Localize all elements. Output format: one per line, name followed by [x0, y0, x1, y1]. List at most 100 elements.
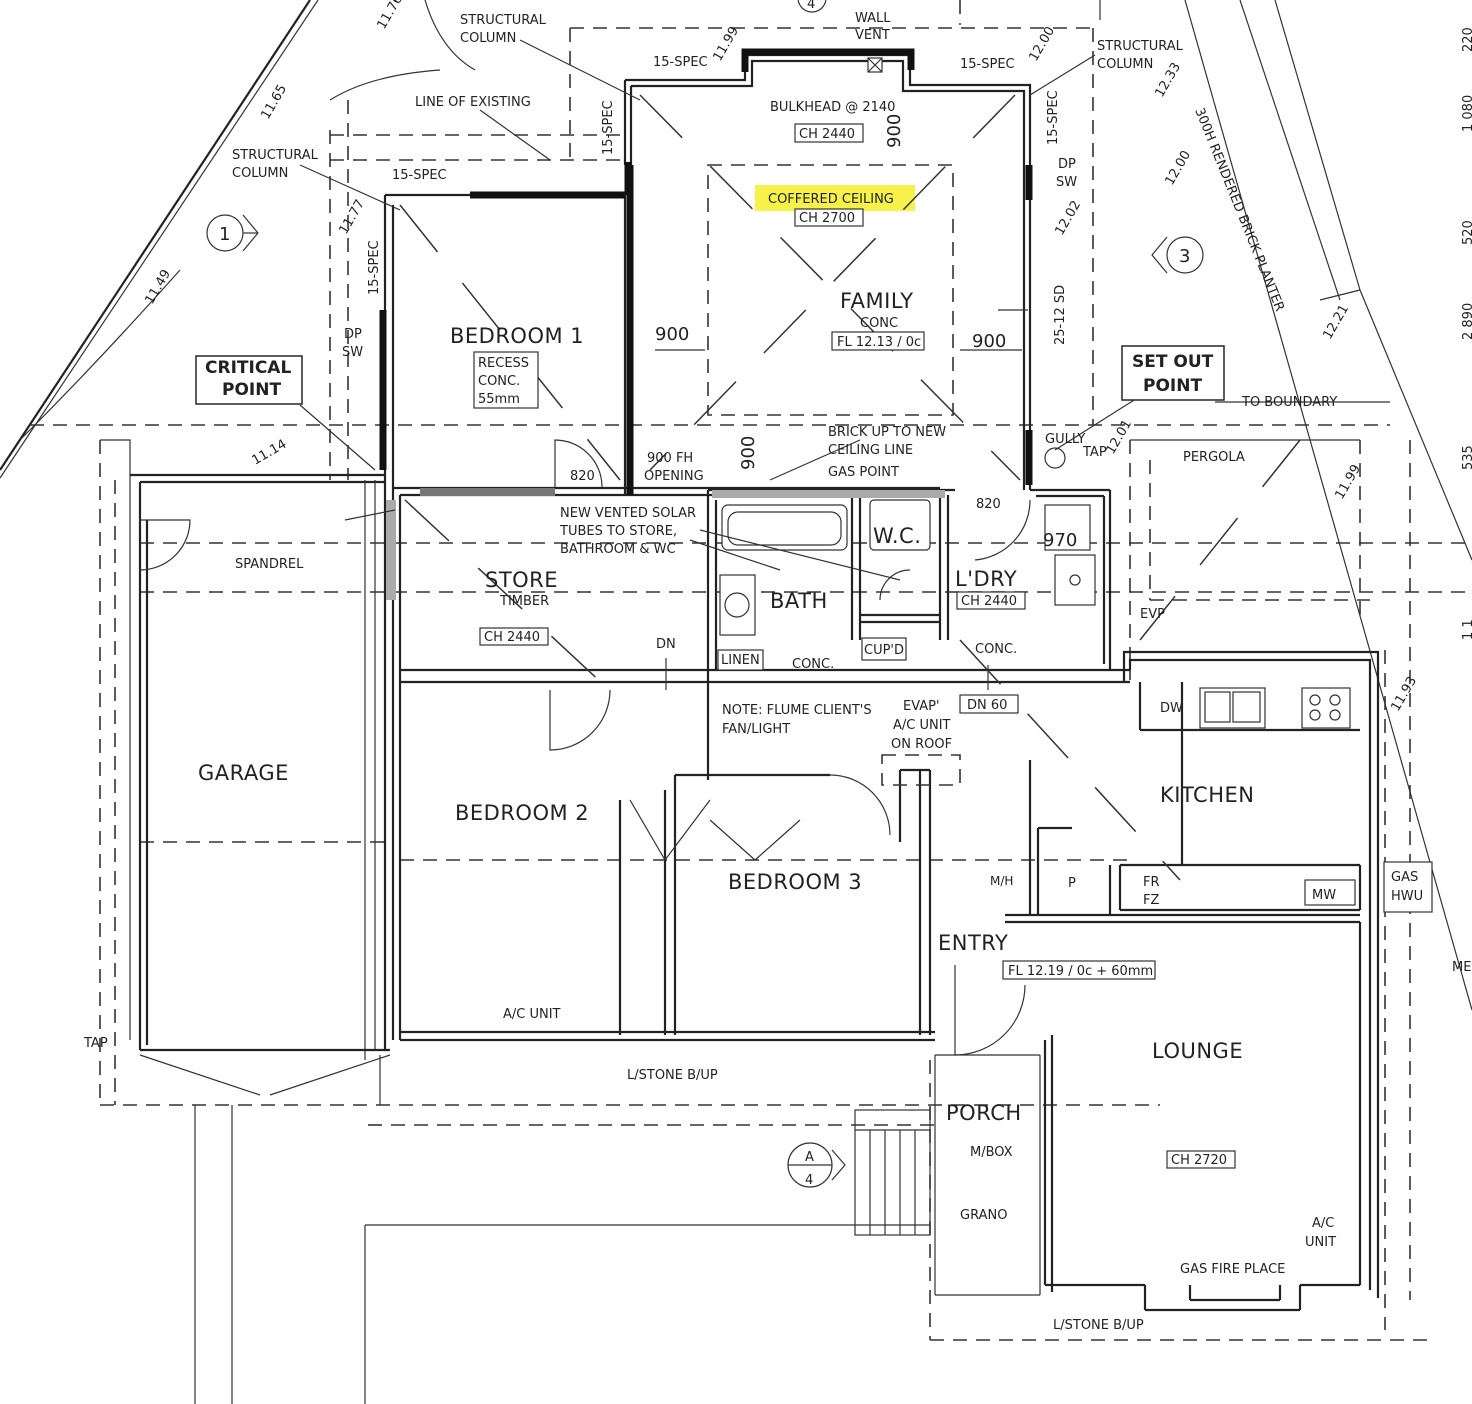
ch-2700: CH 2700: [799, 211, 855, 226]
timber: TIMBER: [499, 594, 549, 609]
new-walls: [379, 48, 1033, 495]
lstone-bottom: L/STONE B/UP: [1053, 1318, 1144, 1333]
spec-bed1: 15-SPEC: [392, 168, 447, 183]
gully: GULLY: [1045, 432, 1085, 447]
bedroom1: BEDROOM 1: [450, 324, 584, 348]
level-1165: 11.65: [258, 82, 290, 122]
doors: [139, 439, 1031, 1056]
dim-900-left: 900: [655, 324, 689, 345]
level-1199-top: 11.99: [710, 24, 742, 64]
level-2512: 25-12 SD: [1053, 285, 1068, 345]
level-1200-top: 12.00: [1026, 24, 1058, 64]
kitchen: KITCHEN: [1160, 783, 1255, 807]
planter: 300H RENDERED BRICK PLANTER: [1191, 106, 1287, 314]
coffered-ceiling: COFFERED CEILING: [768, 192, 894, 207]
me: ME: [1452, 960, 1471, 975]
diagonals: [399, 94, 1301, 881]
dim-900-vert-top: 900: [884, 114, 905, 148]
mw: MW: [1312, 888, 1336, 903]
level-1221: 12.21: [1320, 302, 1352, 342]
level-1233: 12.33: [1152, 60, 1184, 100]
edge-dim-2: 520: [1461, 220, 1472, 245]
spec-vert-1: 15-SPEC: [601, 100, 616, 155]
ch-2440-store: CH 2440: [484, 630, 540, 645]
pergola: PERGOLA: [1183, 450, 1245, 465]
marker-3-circle: [1166, 236, 1204, 274]
level-1177: 11.77: [336, 197, 368, 237]
wc: W.C.: [873, 524, 921, 548]
pantry: P: [1068, 876, 1076, 891]
dashed-grid: [30, 0, 1472, 1341]
ldry: L'DRY: [955, 567, 1017, 591]
level-1149: 11.49: [142, 267, 174, 307]
section-a-num: 4: [805, 1173, 813, 1188]
bath: BATH: [770, 589, 828, 613]
bulkhead: BULKHEAD @ 2140: [770, 100, 895, 115]
entry: ENTRY: [938, 931, 1008, 955]
store: STORE: [485, 568, 558, 592]
dw: DW: [1160, 701, 1183, 716]
dn-60: DN 60: [967, 698, 1007, 713]
edge-dims: 220 1 080 520 2 890 535 1 1: [1461, 27, 1472, 640]
edge-dim-0: 220: [1461, 27, 1472, 52]
evp: EVP: [1140, 607, 1165, 622]
dim-900-right: 900: [972, 331, 1006, 352]
porch: PORCH: [946, 1101, 1022, 1125]
mbox: M/BOX: [970, 1145, 1013, 1160]
bedroom2: BEDROOM 2: [455, 801, 589, 825]
gas-fire-place: GAS FIRE PLACE: [1180, 1262, 1285, 1277]
dim-820-bed1: 820: [570, 469, 595, 484]
spec-vert-2: 15-SPEC: [1046, 90, 1061, 145]
conc-bath: CONC.: [792, 657, 834, 672]
leaders: [299, 39, 1390, 690]
level-1114: 11.14: [250, 437, 290, 469]
cupd: CUP'D: [864, 643, 904, 658]
ac-unit-bed: A/C UNIT: [503, 1007, 561, 1022]
linen: LINEN: [721, 653, 760, 668]
lstone-left: L/STONE B/UP: [627, 1068, 718, 1083]
level-1202: 12.02: [1052, 198, 1084, 238]
tap-right: TAP: [1082, 445, 1107, 460]
section-a: A: [805, 1150, 814, 1165]
dim-900-vert-mid: 900: [738, 436, 759, 470]
spec-top-left: 15-SPEC: [653, 55, 708, 70]
mh: M/H: [990, 874, 1013, 888]
fixtures: [717, 57, 1356, 906]
spec-vert-3: 15-SPEC: [367, 240, 382, 295]
edge-dim-1: 1 080: [1461, 95, 1472, 132]
tap-left: TAP: [83, 1036, 108, 1051]
hatch-strips: [386, 488, 945, 600]
section-top-num: 4: [807, 0, 815, 12]
marker-1: 1: [219, 224, 230, 245]
ch-2720: CH 2720: [1171, 1153, 1227, 1168]
fl-entry: FL 12.19 / 0c + 60mm: [1008, 964, 1153, 979]
edge-dim-3: 2 890: [1461, 303, 1472, 340]
gas-point: GAS POINT: [828, 465, 899, 480]
edge-dim-5: 1 1: [1461, 619, 1472, 640]
level-1200-right: 12.00: [1162, 148, 1194, 188]
level-1176: 11.76: [374, 0, 406, 32]
bedroom3: BEDROOM 3: [728, 870, 862, 894]
lounge: LOUNGE: [1152, 1039, 1243, 1063]
markers: [206, 0, 1204, 1188]
site-boundary-lines: [0, 0, 1472, 1011]
conc-family: CONC: [860, 316, 898, 331]
dim-820-ldry: 820: [976, 497, 1001, 512]
ch-2440-ldry: CH 2440: [961, 594, 1017, 609]
